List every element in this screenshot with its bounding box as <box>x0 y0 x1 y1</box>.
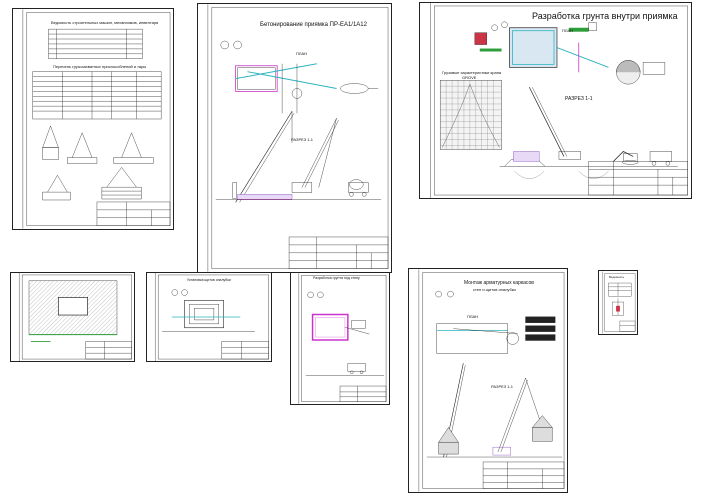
sheet-machines-list: Ведомость строительных машин, механизмов… <box>12 8 174 230</box>
sheet-rebar-cages: Монтаж арматурных каркасов стен и щитов … <box>408 268 568 493</box>
sheet-machines-drawing <box>22 9 171 229</box>
sheet-excavation-crane-label: Грузовые характеристики крана <box>442 70 502 75</box>
sheet-excavation-section-label: РАЗРЕЗ 1-1 <box>565 96 593 102</box>
sheet-small-drawing <box>602 271 636 334</box>
sheet-rebar-drawing <box>418 269 565 492</box>
sheet-formwork-title: Установка щитов опалубки <box>187 278 231 282</box>
sheet-rebar-subtitle: стен и щитов опалубки <box>473 287 516 292</box>
sheet-wall-excavation: Разработка грунта под стену <box>290 272 390 405</box>
sheet-excavation-drawing <box>430 3 688 198</box>
sheet-rebar-title: Монтаж арматурных каркасов <box>464 280 534 286</box>
sheet-small-list: Ведомость <box>598 270 638 335</box>
sheet-hatched-plan <box>10 272 135 362</box>
sheet-excavation-pit: Разработка грунта внутри приямка ПЛАН РА… <box>419 2 692 199</box>
sheet-wall-title: Разработка грунта под стену <box>313 276 360 280</box>
sheet-formwork-drawing <box>155 273 269 361</box>
sheet-rebar-plan-label: ПЛАН <box>467 314 479 319</box>
sheet-hatched-drawing <box>19 273 132 361</box>
sheet-concreting-pit: Бетонирование приямка ПР-ЕА1/1А12 ПЛАН Р… <box>197 3 392 273</box>
sheet-excavation-plan-label: ПЛАН <box>562 28 574 33</box>
sheet-concreting-plan-label: ПЛАН <box>296 51 308 56</box>
sheet-formwork: Установка щитов опалубки <box>146 272 272 362</box>
sheet-concreting-section-label: РАЗРЕЗ 1-1 <box>291 137 313 142</box>
sheet-excavation-crane-model: GROVE <box>462 75 477 80</box>
sheet-wall-drawing <box>298 273 387 404</box>
sheet-concreting-title: Бетонирование приямка ПР-ЕА1/1А12 <box>260 22 367 28</box>
sheet-concreting-drawing <box>207 4 389 272</box>
sheet-machines-subtitle: Перечень грузозахватных приспособлений и… <box>53 64 147 69</box>
sheet-excavation-title: Разработка грунта внутри приямка <box>532 11 678 21</box>
sheet-small-title: Ведомость <box>609 275 625 279</box>
sheet-rebar-section-label: РАЗРЕЗ 1-1 <box>491 384 513 389</box>
sheet-machines-title: Ведомость строительных машин, механизмов… <box>51 20 159 25</box>
